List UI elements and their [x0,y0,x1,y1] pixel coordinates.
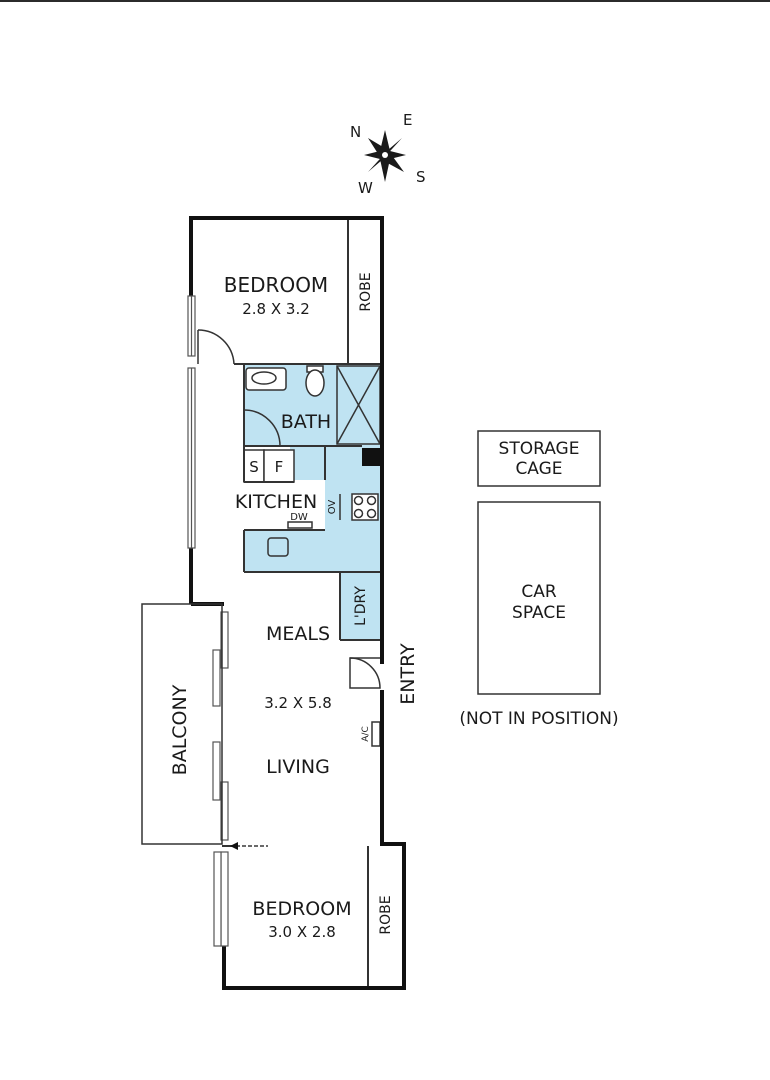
car-note: (NOT IN POSITION) [459,709,618,729]
car-line2: SPACE [512,603,566,623]
kitchen-label: KITCHEN [235,491,317,513]
bedroom2-label: BEDROOM [252,898,351,920]
compass-w: W [358,179,373,197]
storage-line2: CAGE [515,459,562,479]
bedroom1-robe-label: ROBE [358,272,374,311]
sliding-door-arrow-icon [230,842,268,850]
s-label: S [249,458,259,476]
windows [187,295,229,947]
bath-label: BATH [281,411,331,433]
car-space-outline [477,501,601,695]
bath-fixtures [245,365,381,445]
f-label: F [275,458,284,476]
dw-label: DW [290,512,308,523]
bedroom2-robe-label: ROBE [378,895,394,934]
duct-block [362,448,380,466]
ac-unit [371,721,381,747]
compass-e: E [403,111,412,129]
compass-n: N [350,123,361,141]
car-line1: CAR [521,582,556,602]
entry-door-icon [349,657,381,689]
entry-label: ENTRY [397,643,419,705]
balcony-outline [141,603,223,845]
bath-door-icon [243,409,281,447]
bedroom2-size: 3.0 X 2.8 [268,923,336,941]
living-size: 3.2 X 5.8 [264,694,332,712]
top-border [0,0,770,2]
kitchen-fixtures [243,449,379,557]
bedroom1-label: BEDROOM [224,273,328,297]
storage-line1: STORAGE [499,439,580,459]
storage-cage-outline [477,430,601,487]
bedroom1-door-icon [197,329,235,365]
balcony-label: BALCONY [169,684,191,775]
meals-label: MEALS [266,623,330,645]
living-label: LIVING [266,756,330,778]
compass-rose-icon [364,130,406,182]
ov-label: OV [327,500,338,515]
bedroom1-size: 2.8 X 3.2 [242,300,310,318]
ac-label: A/C [361,726,371,741]
compass-s: S [416,168,426,186]
laundry-label: L'DRY [353,586,369,626]
